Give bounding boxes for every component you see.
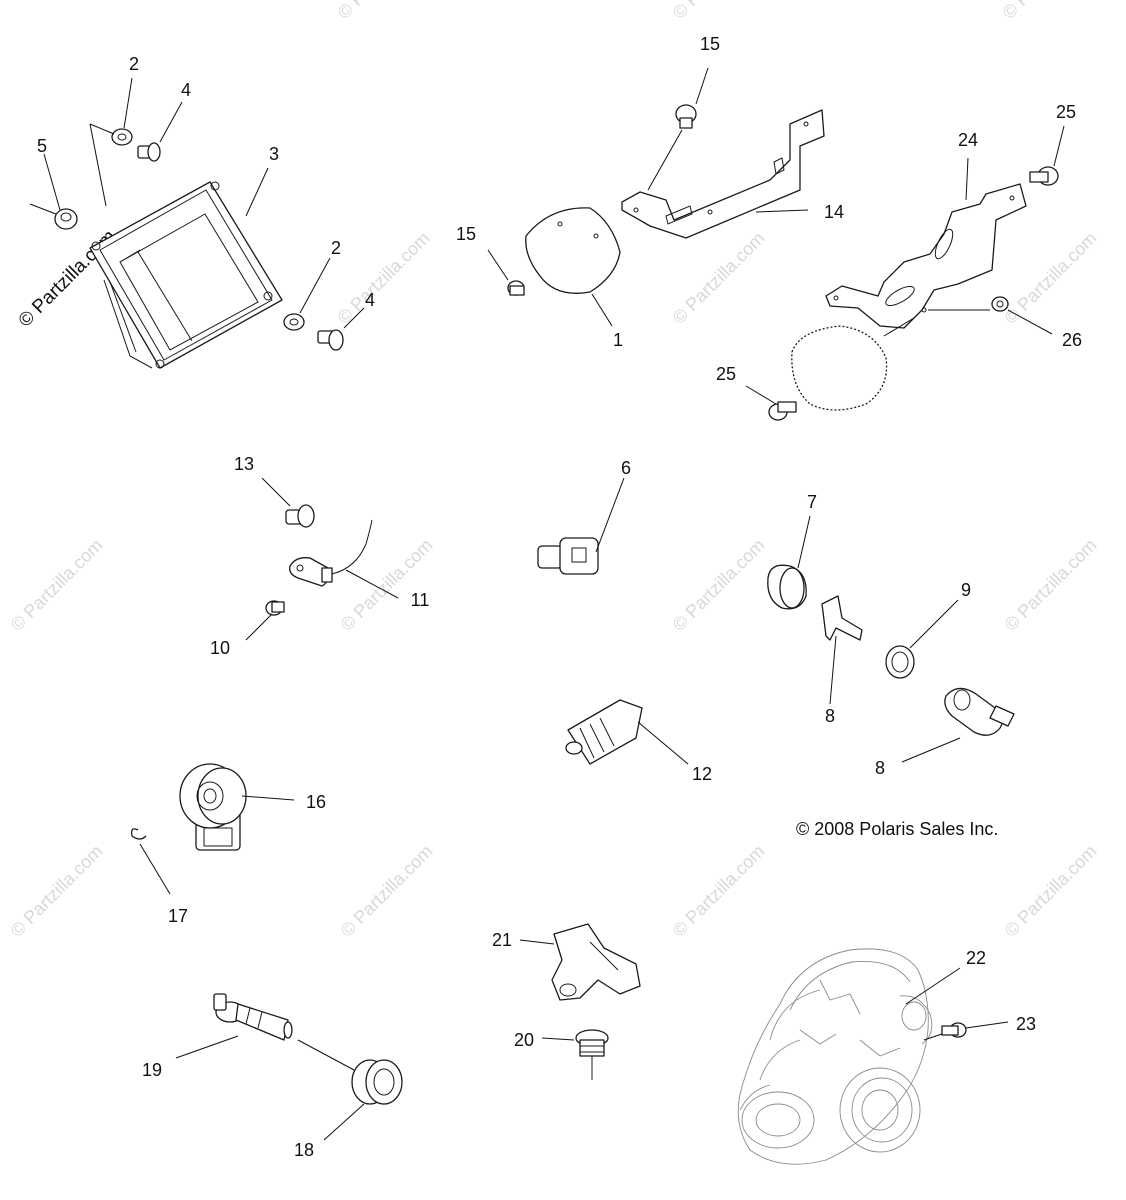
watermark: © Partzilla.com: [669, 0, 769, 23]
watermark: © Partzilla.com: [1001, 535, 1101, 635]
watermark: © Partzilla.com: [1001, 841, 1101, 941]
callout-3: 3: [269, 144, 279, 164]
watermark: © Partzilla.com: [334, 228, 434, 328]
callout-16: 16: [306, 792, 326, 812]
sensor-19: [175, 993, 355, 1071]
plug-10: [245, 600, 285, 641]
callout-layer: 1 2 2 3 4 4 5 6 7 8 8 9 10 11 12 13 14 1…: [37, 34, 1082, 1160]
watermark: © Partzilla.com: [7, 841, 107, 941]
washer-2-top: [89, 77, 133, 207]
sensor-21: [519, 923, 641, 1001]
callout-23: 23: [1016, 1014, 1036, 1034]
callout-1: 1: [613, 330, 623, 350]
watermark: © Partzilla.com: [669, 841, 769, 941]
callout-8: 8: [875, 758, 885, 778]
ecu-module: [89, 167, 283, 369]
watermark: © Partzilla.com: [337, 535, 437, 635]
callout-21: 21: [492, 930, 512, 950]
sensor-8: [901, 687, 1015, 763]
watermark: © Partzilla.com: [337, 841, 437, 941]
watermark: © Partzilla.com: [334, 0, 434, 23]
screw-4-top: [137, 101, 183, 162]
clip-8: [821, 595, 863, 705]
callout-26: 26: [1062, 330, 1082, 350]
bolt-13: [261, 477, 315, 528]
screw-4-right: [317, 307, 365, 351]
callout-17: 17: [168, 906, 188, 926]
bracket-14: [621, 109, 825, 239]
callout-20: 20: [514, 1030, 534, 1050]
copyright-notice: © 2008 Polaris Sales Inc.: [796, 819, 998, 839]
sensor-11: [289, 519, 399, 599]
knock-sensor-16: [179, 763, 295, 851]
grommet-18: [323, 1059, 403, 1141]
callout-5: 5: [37, 136, 47, 156]
callout-9: 9: [961, 580, 971, 600]
callout-2: 2: [129, 54, 139, 74]
callout-4: 4: [181, 80, 191, 100]
callout-8: 8: [825, 706, 835, 726]
callout-12: 12: [692, 764, 712, 784]
callout-11: 11: [411, 590, 430, 610]
callout-15: 15: [700, 34, 720, 54]
plug-20: [541, 1029, 609, 1080]
clip-17: [130, 828, 171, 895]
watermark-layer: © Partzilla.com © Partzilla.com © Partzi…: [7, 0, 1101, 941]
callout-14: 14: [824, 202, 844, 222]
callout-19: 19: [142, 1060, 162, 1080]
callout-10: 10: [210, 638, 230, 658]
callout-18: 18: [294, 1140, 314, 1160]
engine-22: [737, 948, 961, 1165]
bracket-24: [825, 157, 1027, 329]
callout-22: 22: [966, 948, 986, 968]
callout-25: 25: [716, 364, 736, 384]
watermark: © Partzilla.com: [669, 535, 769, 635]
sensor-12: [565, 699, 689, 765]
bolt-25-bottom: [745, 385, 797, 421]
callout-2: 2: [331, 238, 341, 258]
callout-13: 13: [234, 454, 254, 474]
watermark: © Partzilla.com: [669, 228, 769, 328]
watermark: © Partzilla.com: [1001, 228, 1101, 328]
watermark: © Partzilla.com: [7, 535, 107, 635]
callout-25: 25: [1056, 102, 1076, 122]
nut-26: [928, 296, 1053, 335]
grommet-5: [29, 153, 78, 230]
ring-9: [885, 599, 959, 679]
callout-6: 6: [621, 458, 631, 478]
pad-under-24: [791, 317, 915, 411]
bolt-23: [923, 1021, 1009, 1041]
rivet-15-top: [647, 67, 709, 191]
watermark: © Partzilla.com: [999, 0, 1099, 23]
pad-1: [525, 207, 621, 327]
callout-7: 7: [807, 492, 817, 512]
sensor-7: [767, 515, 811, 610]
rivet-15-left: [487, 249, 525, 296]
washer-2-right: [283, 257, 331, 331]
callout-15: 15: [456, 224, 476, 244]
bolt-25-top: [1029, 125, 1065, 186]
callout-4: 4: [365, 290, 375, 310]
callout-24: 24: [958, 130, 978, 150]
sensor-6: [537, 477, 625, 575]
